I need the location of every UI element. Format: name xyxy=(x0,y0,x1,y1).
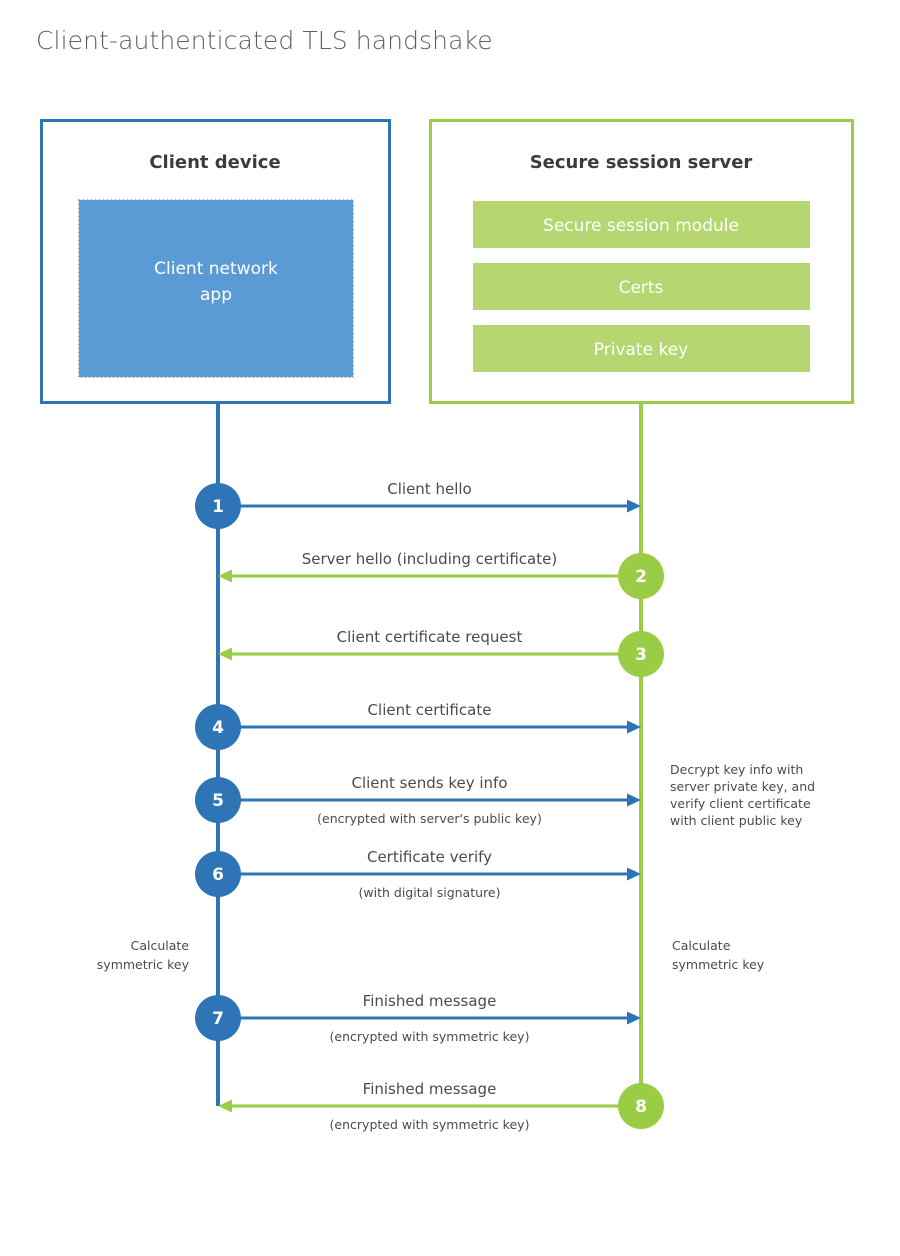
message-5: 5 Client sends key info (encrypted with se… xyxy=(195,774,641,826)
message-7: 7 Finished message (encrypted with symmetr… xyxy=(195,992,641,1044)
step-number-4: 4 xyxy=(212,718,224,738)
message-5-arrow-head xyxy=(627,793,641,807)
client-network-app-label-line2: app xyxy=(200,285,232,305)
client-participant: Client device Client network app xyxy=(40,119,391,404)
client-calculate-note: Calculate symmetric key xyxy=(97,938,190,972)
step-number-8: 8 xyxy=(635,1097,647,1117)
step-circle-7[interactable] xyxy=(195,995,241,1041)
server-participant: Secure session server Secure session mod… xyxy=(429,119,854,404)
secure-session-server-title: Secure session server xyxy=(530,152,753,173)
server-decrypt-note: Decrypt key info with server private key… xyxy=(670,762,815,828)
message-7-sublabel: (encrypted with symmetric key) xyxy=(330,1029,530,1044)
step-number-1: 1 xyxy=(212,497,224,517)
step-circle-2[interactable] xyxy=(618,553,664,599)
message-2: 2 Server hello (including certificate) xyxy=(218,550,664,599)
step-circle-4[interactable] xyxy=(195,704,241,750)
message-3-label: Client certificate request xyxy=(337,628,523,646)
message-5-label: Client sends key info xyxy=(351,774,507,792)
message-5-sublabel: (encrypted with server's public key) xyxy=(317,811,542,826)
message-6-label: Certificate verify xyxy=(367,848,492,866)
step-circle-8[interactable] xyxy=(618,1083,664,1129)
step-circle-5[interactable] xyxy=(195,777,241,823)
client-device-title: Client device xyxy=(149,152,280,173)
client-calculate-note-line2: symmetric key xyxy=(97,957,190,972)
message-1-label: Client hello xyxy=(387,480,471,498)
private-key-label: Private key xyxy=(594,340,688,360)
step-number-5: 5 xyxy=(212,791,224,811)
message-6: 6 Certificate verify (with digital signatu… xyxy=(195,848,641,900)
server-calculate-note-line2: symmetric key xyxy=(672,957,765,972)
client-network-app-label-line1: Client network xyxy=(154,259,278,279)
message-8: 8 Finished message (encrypted with symmetr… xyxy=(218,1080,664,1132)
message-4: 4 Client certificate xyxy=(195,701,641,750)
messages-layer: 1 Client hello 2 Server hello (including ce… xyxy=(195,480,664,1132)
certs-block xyxy=(473,263,810,310)
step-circle-3[interactable] xyxy=(618,631,664,677)
private-key-block xyxy=(473,325,810,372)
server-decrypt-note-line1: Decrypt key info with xyxy=(670,762,803,777)
message-2-arrow-head xyxy=(218,569,232,583)
page-title: Client-authenticated TLS handshake xyxy=(36,26,493,55)
step-number-2: 2 xyxy=(635,567,647,587)
client-network-app-outline xyxy=(78,199,354,378)
server-calculate-note: Calculate symmetric key xyxy=(672,938,765,972)
client-calculate-note-line1: Calculate xyxy=(131,938,190,953)
message-4-label: Client certificate xyxy=(368,701,492,719)
message-2-label: Server hello (including certificate) xyxy=(302,550,557,568)
server-decrypt-note-line2: server private key, and xyxy=(670,779,815,794)
client-network-app-block xyxy=(79,200,353,377)
step-circle-6[interactable] xyxy=(195,851,241,897)
certs-label: Certs xyxy=(619,278,664,298)
message-6-arrow-head xyxy=(627,867,641,881)
step-circle-1[interactable] xyxy=(195,483,241,529)
step-number-7: 7 xyxy=(212,1009,224,1029)
message-6-sublabel: (with digital signature) xyxy=(359,885,501,900)
server-calculate-note-line1: Calculate xyxy=(672,938,731,953)
secure-session-module-block xyxy=(473,201,810,248)
message-8-arrow-head xyxy=(218,1099,232,1113)
message-3-arrow-head xyxy=(218,647,232,661)
step-number-3: 3 xyxy=(635,645,647,665)
step-number-6: 6 xyxy=(212,865,224,885)
message-1-arrow-head xyxy=(627,499,641,513)
message-8-label: Finished message xyxy=(363,1080,497,1098)
message-8-sublabel: (encrypted with symmetric key) xyxy=(330,1117,530,1132)
server-decrypt-note-line4: with client public key xyxy=(670,813,803,828)
secure-session-module-label: Secure session module xyxy=(543,216,739,236)
server-decrypt-note-line3: verify client certificate xyxy=(670,796,811,811)
message-7-arrow-head xyxy=(627,1011,641,1025)
message-4-arrow-head xyxy=(627,720,641,734)
message-7-label: Finished message xyxy=(363,992,497,1010)
message-3: 3 Client certificate request xyxy=(218,628,664,677)
message-1: 1 Client hello xyxy=(195,480,641,529)
